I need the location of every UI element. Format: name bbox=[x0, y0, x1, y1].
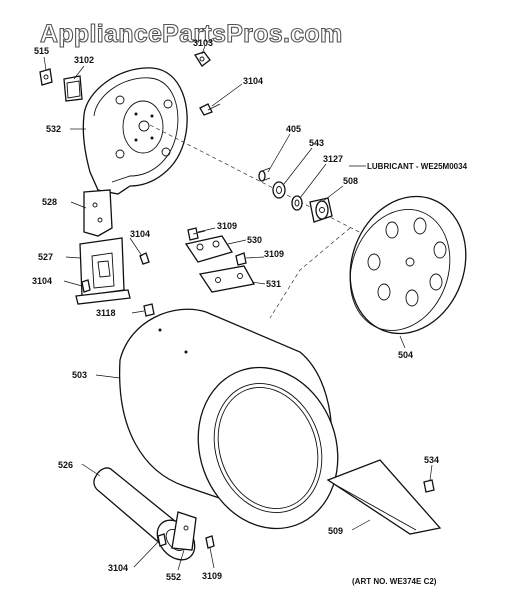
callout-530: 530 bbox=[247, 235, 262, 245]
part-3102-pad[interactable] bbox=[63, 75, 83, 102]
callout-508: 508 bbox=[343, 176, 358, 186]
part-503-drum[interactable] bbox=[118, 308, 360, 548]
callout-3103: 3103 bbox=[193, 38, 213, 48]
callout-509: 509 bbox=[328, 526, 343, 536]
part-531-thermal-fuse[interactable] bbox=[198, 265, 256, 293]
callout-3102: 3102 bbox=[74, 55, 94, 65]
leader-lines bbox=[43, 45, 433, 571]
callout-3104-mid: 3104 bbox=[130, 229, 150, 239]
part-3109-screw-bottom[interactable] bbox=[205, 535, 215, 549]
callout-527: 527 bbox=[38, 252, 53, 262]
part-405-bearing[interactable] bbox=[258, 167, 271, 182]
callout-532: 532 bbox=[46, 124, 61, 134]
callout-3104-top: 3104 bbox=[243, 76, 263, 86]
callout-3104-bottom: 3104 bbox=[108, 563, 128, 573]
lubricant-note: LUBRICANT - WE25M0034 bbox=[367, 162, 468, 171]
callout-504: 504 bbox=[398, 350, 413, 360]
part-3118-screw[interactable] bbox=[143, 303, 155, 317]
callout-528: 528 bbox=[42, 197, 57, 207]
callout-3109-a: 3109 bbox=[217, 221, 237, 231]
part-543-bushing[interactable] bbox=[272, 181, 286, 199]
part-3127-washer[interactable] bbox=[291, 195, 303, 211]
part-552-bracket[interactable] bbox=[171, 511, 197, 551]
callout-3104-left: 3104 bbox=[32, 276, 52, 286]
watermark-text: AppliancePartsPros.com bbox=[40, 20, 343, 48]
callout-3109-bottom: 3109 bbox=[202, 571, 222, 581]
part-509-felt-seal[interactable] bbox=[326, 459, 442, 535]
part-3104-screw-bottom[interactable] bbox=[157, 533, 167, 547]
part-3109-screw-a[interactable] bbox=[187, 227, 206, 241]
part-534-screw[interactable] bbox=[423, 479, 435, 493]
callout-3109-b: 3109 bbox=[264, 249, 284, 259]
part-530-thermostat[interactable] bbox=[184, 235, 234, 263]
assembly-axis-line bbox=[149, 124, 366, 236]
art-number: (ART NO. WE374E C2) bbox=[352, 577, 437, 586]
part-3104-screw-left[interactable] bbox=[81, 279, 91, 293]
assembly-link-line bbox=[269, 227, 351, 319]
part-527-mount-bracket[interactable] bbox=[75, 237, 131, 305]
part-508-shaft[interactable] bbox=[309, 197, 333, 223]
callout-534: 534 bbox=[424, 455, 439, 465]
callout-543: 543 bbox=[309, 138, 324, 148]
callout-515: 515 bbox=[34, 46, 49, 56]
part-528-bracket[interactable] bbox=[83, 189, 113, 237]
part-532-rear-bulkhead[interactable] bbox=[82, 67, 188, 195]
callout-3118: 3118 bbox=[96, 308, 116, 318]
callout-3127: 3127 bbox=[323, 154, 343, 164]
part-3104-screw-top[interactable] bbox=[199, 103, 221, 116]
callout-526: 526 bbox=[58, 460, 73, 470]
callout-552: 552 bbox=[166, 572, 181, 582]
part-3103-clip[interactable] bbox=[194, 51, 211, 67]
part-515-clip[interactable] bbox=[39, 68, 53, 86]
callout-503: 503 bbox=[72, 370, 87, 380]
callout-531: 531 bbox=[266, 279, 281, 289]
part-504-drum-roller[interactable] bbox=[331, 180, 484, 350]
callout-405: 405 bbox=[286, 124, 301, 134]
part-3109-screw-b[interactable] bbox=[235, 252, 247, 266]
